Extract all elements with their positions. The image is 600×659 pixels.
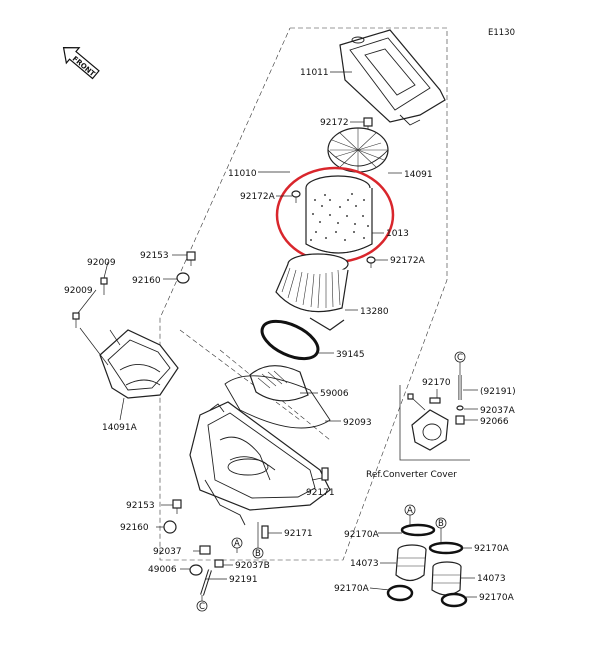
grommet-92160-a [176, 272, 190, 284]
label-92093: 92093 [343, 418, 372, 428]
clamp-92170a-d [440, 592, 468, 608]
callout-c-right: C [454, 351, 466, 375]
air-cleaner-top-cover [339, 29, 446, 126]
filter-holder-plate [327, 127, 389, 173]
tube-92191 [200, 569, 212, 596]
clamp-92170a-c [386, 584, 414, 602]
part-labels: 11011 92172 14091 11010 92172A 1013 9217… [64, 68, 516, 603]
gasket-92093 [224, 375, 331, 429]
label-92037a: 92037A [480, 406, 516, 416]
label-92171-bottom: 92171 [284, 529, 313, 539]
label-92170: 92170 [422, 378, 451, 388]
callout-a-right: A [404, 504, 416, 525]
leader-lines [77, 71, 478, 598]
screw-92009-a [100, 277, 108, 295]
label-92170a-4: 92170A [479, 593, 515, 603]
air-duct-plate-59006 [249, 365, 309, 402]
label-14091: 14091 [404, 170, 433, 180]
label-14073-right: 14073 [477, 574, 506, 584]
callout-c-bottom: C [196, 600, 208, 612]
callout-a-left: A [231, 537, 243, 553]
callout-b-right: B [435, 517, 447, 543]
air-cleaner-housing [189, 401, 331, 526]
label-14073-left: 14073 [350, 559, 379, 569]
label-59006: 59006 [320, 389, 349, 399]
label-11010: 11010 [228, 169, 257, 179]
label-92172a-right: 92172A [390, 256, 426, 266]
label-92037: 92037 [153, 547, 182, 557]
clip-92171-a [321, 467, 329, 481]
label-92066: 92066 [480, 417, 509, 427]
label-92009-bottom: 92009 [64, 286, 93, 296]
ref-converter-cover-text: Ref.Converter Cover [366, 470, 457, 480]
screw-92172a-right [366, 256, 376, 268]
label-92191-paren: (92191) [480, 387, 516, 397]
label-92170a-2: 92170A [474, 544, 510, 554]
bolt-92153-b [172, 499, 182, 514]
side-cover-14091a [99, 329, 179, 399]
svg-text:C: C [457, 353, 463, 363]
svg-text:A: A [234, 539, 240, 549]
svg-text:B: B [438, 519, 444, 529]
label-92172: 92172 [320, 118, 349, 128]
seal-ring-39145 [260, 319, 320, 361]
label-92191: 92191 [229, 575, 258, 585]
hose-14073-a [395, 544, 427, 582]
svg-text:B: B [255, 549, 261, 559]
callout-b-left: B [252, 522, 264, 559]
label-49006: 49006 [148, 565, 177, 575]
label-92037b: 92037B [235, 561, 270, 571]
label-1013: 1013 [386, 229, 409, 239]
label-92009-top: 92009 [87, 258, 116, 268]
air-filter-element [305, 175, 373, 254]
fitting-92066 [455, 415, 465, 425]
filter-frame-13280 [275, 253, 349, 331]
bolt-92153-a [186, 251, 196, 266]
label-92153-bottom: 92153 [126, 501, 155, 511]
plug-49006 [189, 564, 203, 576]
clamp-92170a-a [400, 523, 436, 537]
label-92160-top: 92160 [132, 276, 161, 286]
label-92153-top: 92153 [140, 251, 169, 261]
converter-cover-ref [407, 393, 449, 451]
assembly-boundary [159, 27, 448, 561]
clamp-92170a-b [428, 541, 464, 555]
grommet-92160-b [163, 520, 177, 534]
label-11011: 11011 [300, 68, 329, 78]
label-92172a-left: 92172A [240, 192, 276, 202]
clamp-92037 [199, 545, 211, 555]
svg-text:C: C [199, 602, 205, 612]
label-14091a: 14091A [102, 423, 138, 433]
label-39145: 39145 [336, 350, 365, 360]
label-92170a-1: 92170A [344, 530, 380, 540]
clamp-92037a [456, 405, 464, 411]
label-92170a-3: 92170A [334, 584, 370, 594]
hose-14073-b [431, 561, 462, 596]
clip-92171-b [261, 525, 269, 539]
label-13280: 13280 [360, 307, 389, 317]
front-arrow-icon: FRONT [62, 47, 100, 80]
label-92171-top: 92171 [306, 488, 335, 498]
clamp-92037b [214, 559, 224, 568]
svg-text:A: A [407, 506, 413, 516]
screw-92009-b [72, 312, 80, 328]
figure-code: E1130 [488, 28, 515, 38]
label-92160-bottom: 92160 [120, 523, 149, 533]
screw-92172a-left [291, 190, 301, 203]
